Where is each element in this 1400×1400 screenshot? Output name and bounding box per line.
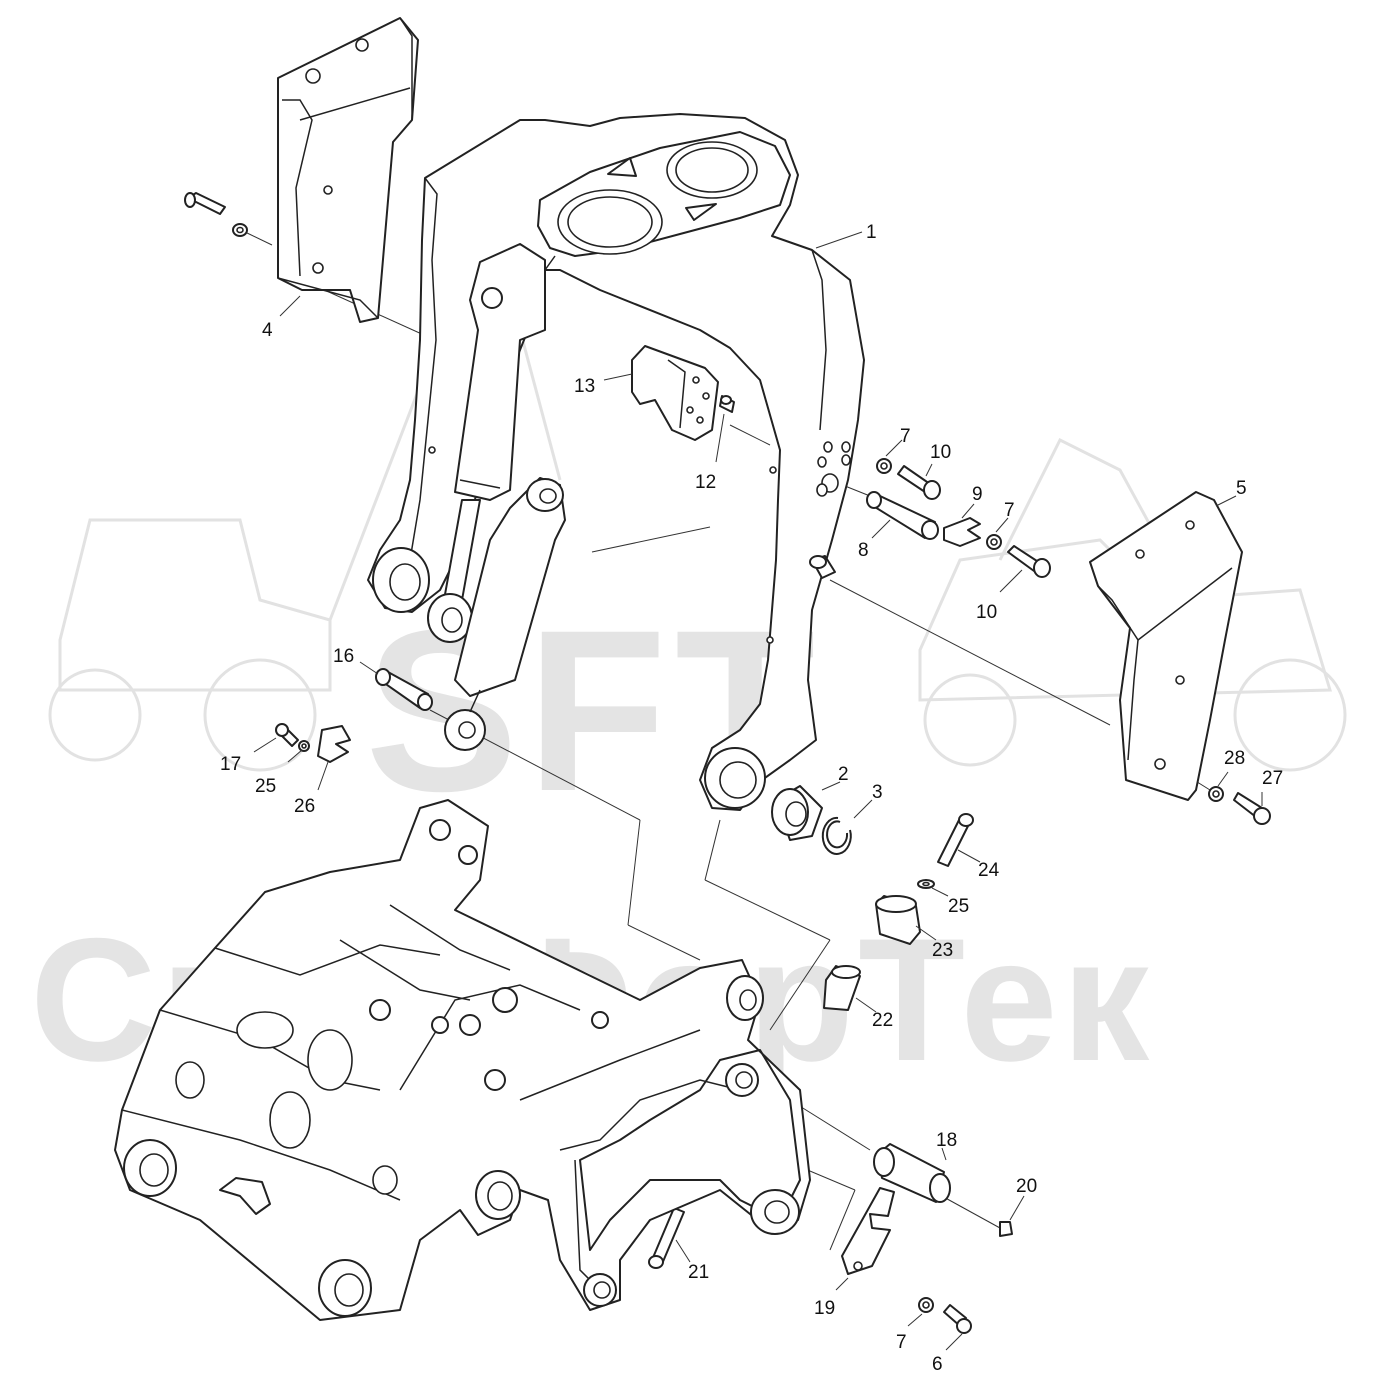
callout-17: 17 [220,754,241,775]
bolt-24 [937,813,974,867]
washer-7-upper [876,458,892,474]
bolt-upper-left [184,192,226,215]
grease-fitting-20 [999,1221,1013,1237]
washer-upper-left [232,223,248,237]
callout-7c: 7 [896,1332,907,1353]
washer-25-left [298,740,310,752]
callout-8: 8 [858,540,869,561]
bolt-27 [1233,792,1271,825]
bushing-23 [875,895,921,945]
callout-26: 26 [294,796,315,817]
callout-25a: 25 [255,776,276,797]
callout-labels: 1 2 3 4 5 6 7 7 7 8 9 10 10 12 13 16 17 [220,222,1283,1375]
callout-27: 27 [1262,768,1283,789]
callout-28: 28 [1224,748,1245,769]
callout-10b: 10 [976,602,997,623]
bushing-2 [771,785,823,841]
washer-25-right [917,879,935,889]
callout-1: 1 [866,222,877,243]
callout-4: 4 [262,320,273,341]
callout-19: 19 [814,1298,835,1319]
guard-plate-right [1089,491,1243,801]
callout-5: 5 [1236,478,1247,499]
guard-plate-left [277,17,419,323]
callout-6: 6 [932,1354,943,1375]
washer-7-lower [918,1297,934,1313]
sleeve-22 [823,965,861,1011]
pin-18 [873,1143,951,1203]
hydraulic-cylinder-lower [444,477,566,751]
callout-22: 22 [872,1010,893,1031]
bolt-10-lower [1007,545,1051,578]
retainer-plate-9 [943,517,981,547]
retainer-plate-19 [841,1187,895,1275]
retainer-plate-26 [317,725,351,763]
callout-10a: 10 [930,442,951,463]
callout-24: 24 [978,860,1000,881]
chassis-subframe [114,799,811,1321]
hydraulic-cylinder-upper [427,243,546,643]
bolt-6 [943,1304,972,1334]
callout-7a: 7 [900,426,911,447]
washer-7-middle [986,534,1002,550]
bolt-17 [275,723,299,747]
bolt-10-upper [897,465,941,500]
callout-18: 18 [936,1130,957,1151]
bracket-block [631,345,719,441]
washer-28 [1208,786,1224,802]
callout-9: 9 [972,484,983,505]
snap-ring-3 [821,816,852,855]
pin-8 [866,491,939,540]
callout-16: 16 [333,646,354,667]
callout-21: 21 [688,1262,709,1283]
callout-12: 12 [695,472,716,493]
callout-20: 20 [1016,1176,1037,1197]
callout-7b: 7 [1004,500,1015,521]
small-pin [719,395,735,413]
callout-25b: 25 [948,896,969,917]
bolt-21 [648,1207,685,1269]
callout-2: 2 [838,764,849,785]
callout-23: 23 [932,940,953,961]
callout-13: 13 [574,376,595,397]
small-rings-cluster [816,441,851,497]
pin-16 [375,668,433,711]
spacer-sleeve [809,555,836,579]
callout-3: 3 [872,782,883,803]
